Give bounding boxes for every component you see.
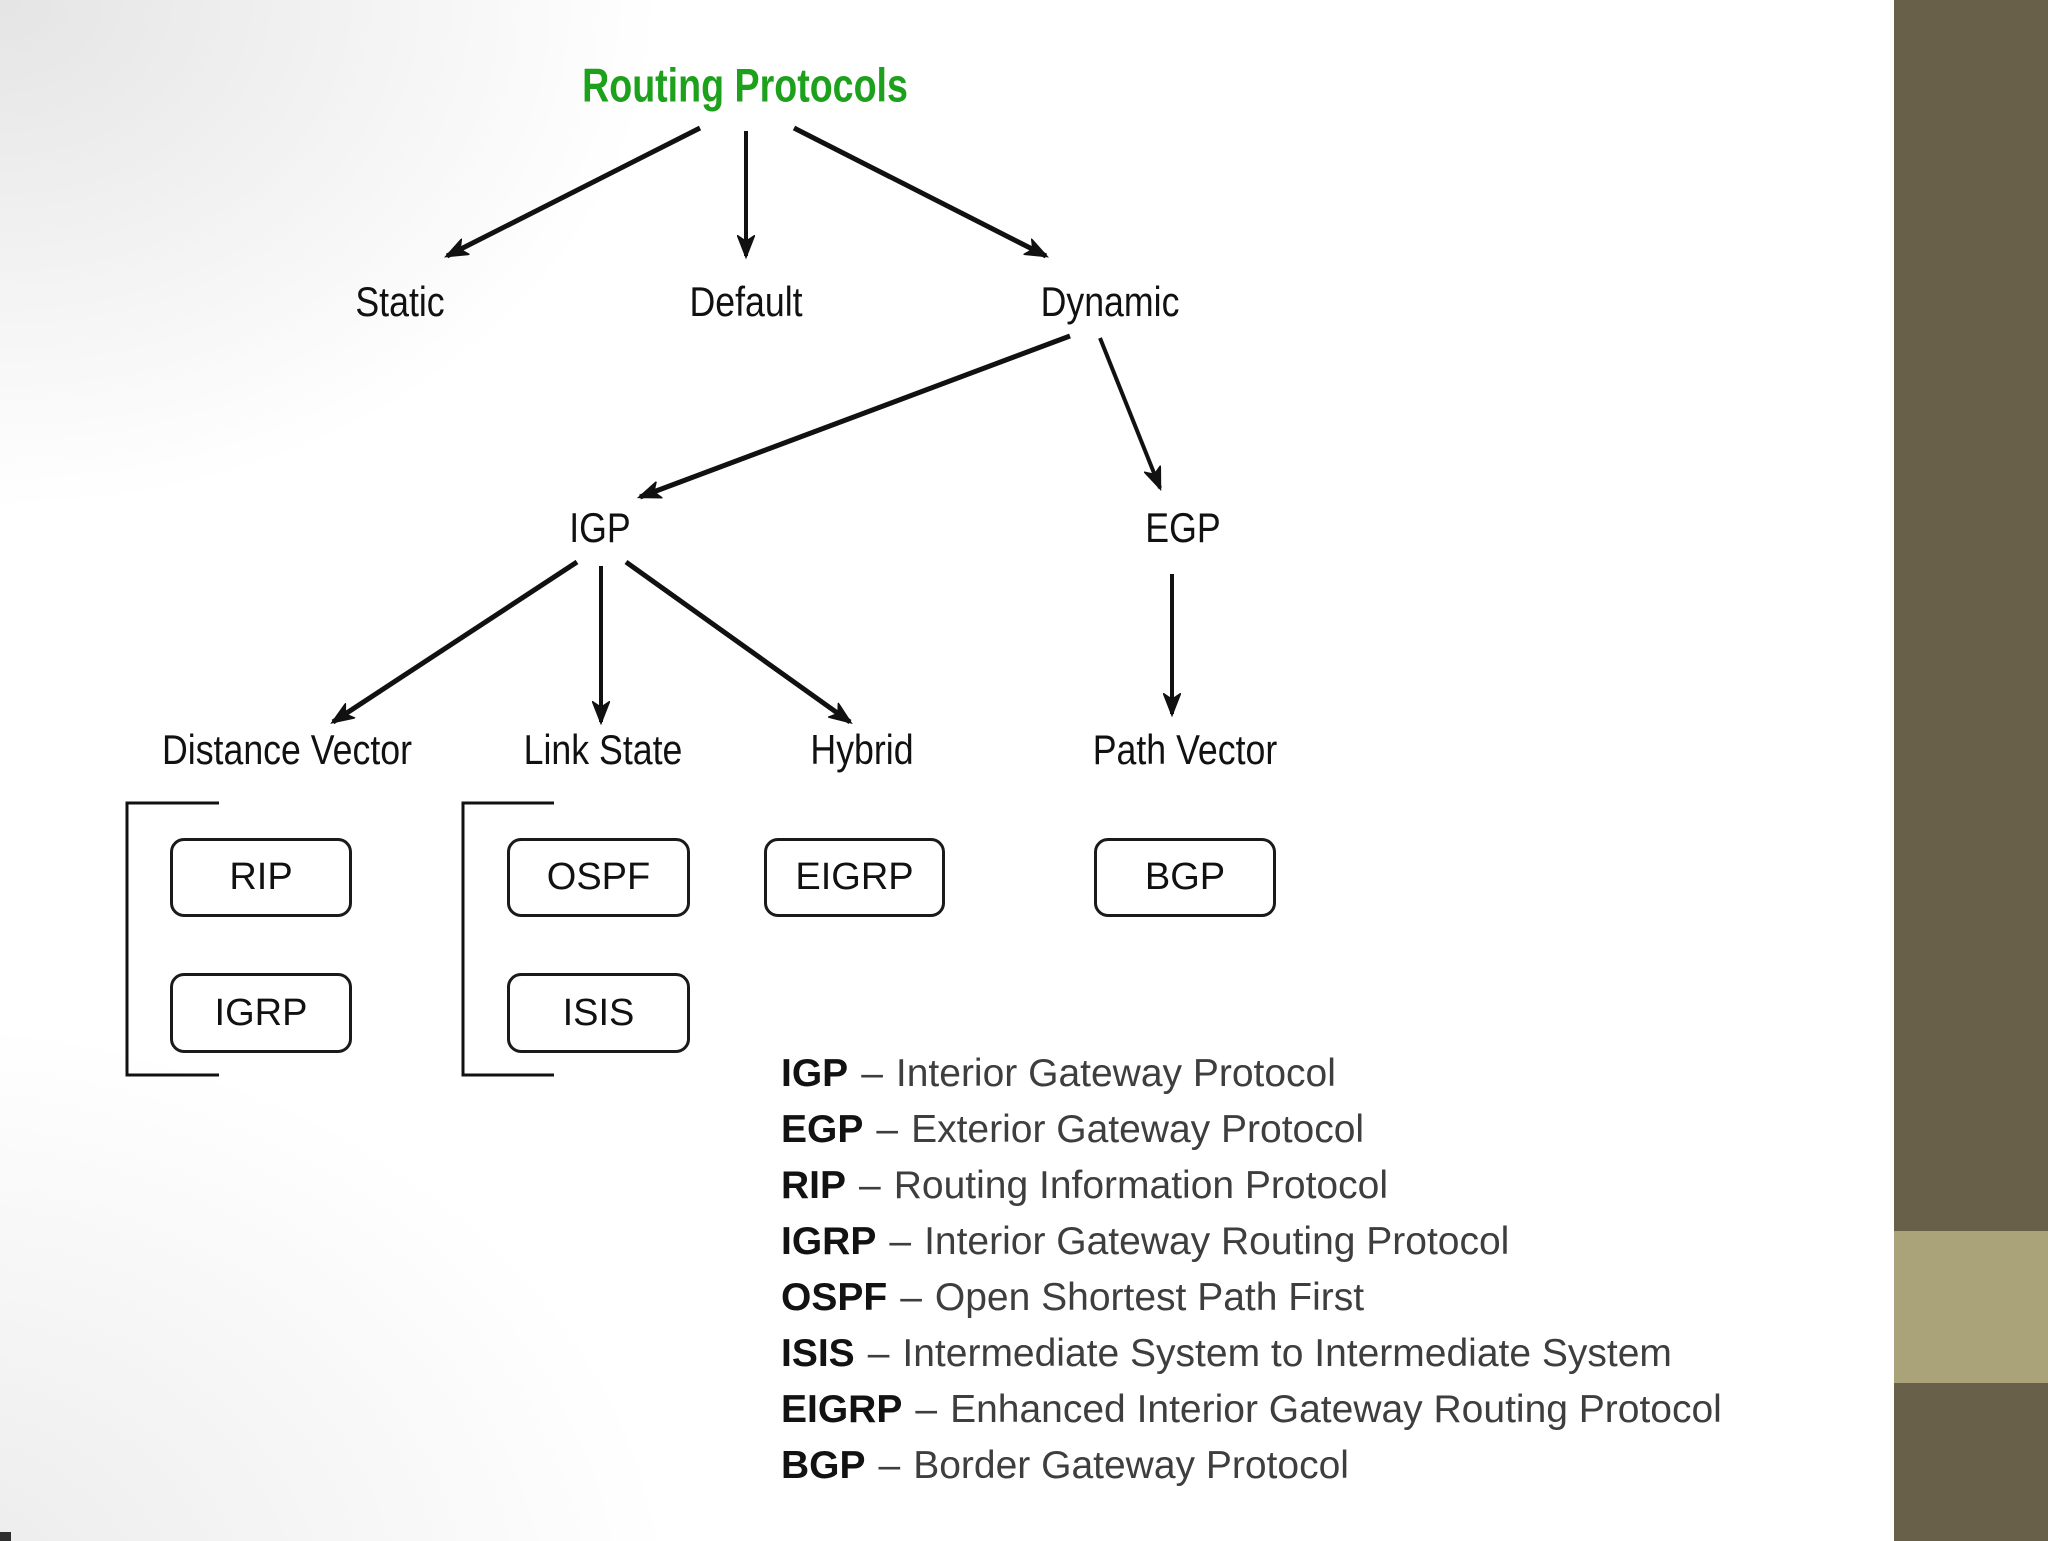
legend-row-bgp: BGP – Border Gateway Protocol xyxy=(781,1438,1722,1494)
node-dynamic: Dynamic xyxy=(1040,278,1180,325)
node-egp: EGP xyxy=(1145,504,1221,551)
diagram-title: Routing Protocols xyxy=(582,58,908,112)
arrow-dynamic-to-egp xyxy=(1098,337,1162,488)
legend-row-rip: RIP – Routing Information Protocol xyxy=(781,1158,1722,1214)
legend-abbr: RIP xyxy=(781,1164,847,1207)
legend-dash: – xyxy=(915,1388,938,1431)
legend-desc: Interior Gateway Routing Protocol xyxy=(924,1220,1510,1263)
protocol-box-igrp: IGRP xyxy=(170,973,352,1053)
arrow-igp-to-hybrid xyxy=(624,559,850,725)
arrow-igp-to-distance-vector xyxy=(333,559,579,725)
legend-desc: Intermediate System to Intermediate Syst… xyxy=(902,1332,1672,1375)
legend-desc: Border Gateway Protocol xyxy=(913,1444,1349,1487)
bracket-link-state-group xyxy=(461,801,554,1077)
legend-dash: – xyxy=(889,1220,912,1263)
legend-row-eigrp: EIGRP – Enhanced Interior Gateway Routin… xyxy=(781,1382,1722,1438)
protocol-box-rip: RIP xyxy=(170,838,352,917)
legend-dash: – xyxy=(876,1108,899,1151)
legend-row-ospf: OSPF – Open Shortest Path First xyxy=(781,1270,1722,1326)
node-igp: IGP xyxy=(569,504,631,551)
node-distance-vector: Distance Vector xyxy=(161,726,413,773)
legend-desc: Interior Gateway Protocol xyxy=(895,1052,1336,1095)
legend-abbr: IGRP xyxy=(781,1220,877,1263)
protocol-box-isis: ISIS xyxy=(507,973,690,1053)
node-default: Default xyxy=(689,278,803,325)
legend-abbr: IGP xyxy=(781,1052,849,1095)
legend-row-egp: EGP – Exterior Gateway Protocol xyxy=(781,1102,1722,1158)
node-path-vector: Path Vector xyxy=(1092,726,1278,773)
legend-dash: – xyxy=(900,1276,922,1319)
legend: IGP – Interior Gateway Protocol EGP – Ex… xyxy=(781,1046,1722,1494)
legend-abbr: ISIS xyxy=(781,1332,855,1375)
legend-desc: Enhanced Interior Gateway Routing Protoc… xyxy=(950,1388,1722,1431)
legend-desc: Routing Information Protocol xyxy=(893,1164,1388,1207)
legend-abbr: EGP xyxy=(781,1108,864,1151)
scan-artifact xyxy=(0,1532,11,1541)
bracket-distance-vector-group xyxy=(125,801,219,1077)
legend-abbr: OSPF xyxy=(781,1276,888,1319)
protocol-box-eigrp: EIGRP xyxy=(764,838,945,917)
legend-desc: Exterior Gateway Protocol xyxy=(911,1108,1365,1151)
arrow-root-to-static xyxy=(447,125,702,259)
legend-abbr: EIGRP xyxy=(781,1388,903,1431)
legend-abbr: BGP xyxy=(781,1444,866,1487)
arrow-root-to-dynamic xyxy=(792,125,1046,259)
node-hybrid: Hybrid xyxy=(810,726,914,773)
legend-dash: – xyxy=(859,1164,881,1207)
protocol-box-ospf: OSPF xyxy=(507,838,690,917)
legend-dash: – xyxy=(861,1052,883,1095)
legend-dash: – xyxy=(878,1444,901,1487)
legend-row-igrp: IGRP – Interior Gateway Routing Protocol xyxy=(781,1214,1722,1270)
legend-row-isis: ISIS – Intermediate System to Intermedia… xyxy=(781,1326,1722,1382)
sidebar-accent-band xyxy=(1894,1231,2048,1383)
legend-row-igp: IGP – Interior Gateway Protocol xyxy=(781,1046,1722,1102)
protocol-box-bgp: BGP xyxy=(1094,838,1276,917)
node-static: Static xyxy=(355,278,445,325)
arrow-dynamic-to-igp xyxy=(640,333,1071,500)
sidebar-accent-bar xyxy=(1894,0,2048,1541)
legend-dash: – xyxy=(867,1332,890,1375)
node-link-state: Link State xyxy=(523,726,683,773)
legend-desc: Open Shortest Path First xyxy=(934,1276,1365,1319)
